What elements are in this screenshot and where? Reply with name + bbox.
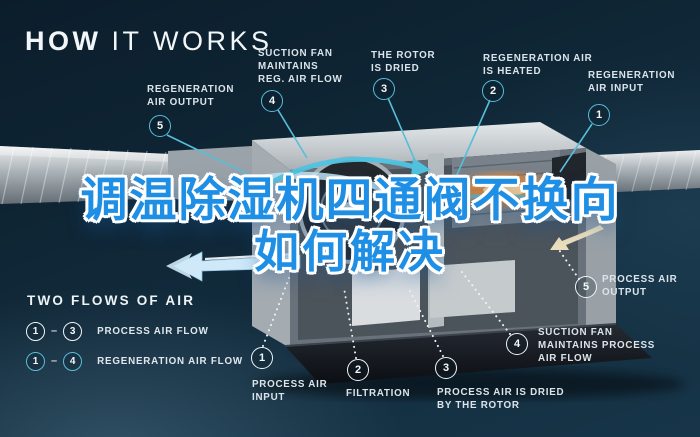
legend-circle-to: 3 bbox=[63, 321, 83, 341]
connector-reg-4 bbox=[277, 109, 308, 159]
process-connector-lines bbox=[262, 246, 580, 359]
callout-reg-4-label: SUCTION FAN MAINTAINS REG. AIR FLOW bbox=[258, 48, 343, 85]
legend-label: PROCESS AIR FLOW bbox=[97, 325, 209, 337]
callout-proc-1-badge: 1 bbox=[251, 347, 273, 369]
machine-base bbox=[285, 324, 652, 384]
heater-section bbox=[452, 150, 560, 228]
callout-reg-3-badge: 3 bbox=[373, 78, 395, 100]
callout-reg-3-label: THE ROTOR IS DRIED bbox=[371, 50, 436, 74]
process-output-arrow bbox=[550, 225, 604, 250]
callout-proc-2-badge: 2 bbox=[347, 359, 369, 381]
connector-proc-5 bbox=[556, 246, 580, 280]
machine-body bbox=[252, 122, 652, 384]
legend-circle-from: 1 bbox=[26, 321, 45, 341]
callout-reg-1-label: REGENERATION AIR INPUT bbox=[588, 70, 676, 94]
connector-proc-2 bbox=[343, 287, 357, 359]
callout-proc-3-label: PROCESS AIR IS DRIED BY THE ROTOR bbox=[437, 387, 565, 411]
legend-row-process: 1 – 3 PROCESS AIR FLOW bbox=[26, 321, 209, 341]
connector-reg-5 bbox=[166, 134, 277, 189]
regeneration-connector-lines bbox=[166, 97, 593, 189]
regeneration-flow-arrows bbox=[231, 156, 547, 204]
machine-right-wall bbox=[586, 148, 616, 340]
connector-reg-3 bbox=[387, 97, 421, 173]
callout-proc-5-badge: 5 bbox=[575, 276, 597, 298]
connector-reg-1 bbox=[559, 123, 593, 173]
legend-dash: – bbox=[51, 355, 58, 367]
callout-proc-1-label: PROCESS AIR INPUT bbox=[252, 379, 328, 403]
page-title: HOW IT WORKS bbox=[25, 26, 273, 57]
legend-dash: – bbox=[51, 325, 58, 337]
callout-reg-2-badge: 2 bbox=[482, 80, 504, 102]
callout-reg-5-badge: 5 bbox=[149, 115, 171, 137]
connector-proc-3 bbox=[407, 286, 444, 357]
left-spiral-duct bbox=[0, 146, 170, 205]
callout-proc-3-badge: 3 bbox=[435, 357, 457, 379]
connector-proc-1 bbox=[262, 277, 290, 347]
legend-title: TWO FLOWS OF AIR bbox=[27, 293, 196, 308]
machine-top-panel bbox=[252, 122, 586, 170]
callout-proc-5-label: PROCESS AIR OUTPUT bbox=[602, 274, 678, 298]
callout-proc-4-label: SUCTION FAN MAINTAINS PROCESS AIR FLOW bbox=[538, 327, 656, 364]
legend-circle-to: 4 bbox=[63, 351, 83, 371]
callout-reg-1-badge: 1 bbox=[588, 104, 610, 126]
callout-reg-5-label: REGENERATION AIR OUTPUT bbox=[147, 84, 235, 108]
callout-reg-4-badge: 4 bbox=[261, 90, 283, 112]
legend-circle-from: 1 bbox=[26, 351, 45, 371]
callout-proc-2-label: FILTRATION bbox=[346, 388, 411, 399]
title-light: IT WORKS bbox=[111, 26, 273, 56]
connector-reg-2 bbox=[451, 99, 491, 187]
title-bold: HOW bbox=[25, 26, 102, 56]
right-inlet bbox=[552, 152, 586, 203]
callout-proc-4-badge: 4 bbox=[506, 333, 528, 355]
connector-proc-4 bbox=[461, 271, 511, 335]
legend-row-regeneration: 1 – 4 REGENERATION AIR FLOW bbox=[26, 351, 243, 371]
callout-reg-2-label: REGENERATION AIR IS HEATED bbox=[483, 53, 593, 77]
machine-left-wall bbox=[252, 140, 290, 348]
fan-box bbox=[430, 260, 515, 318]
process-flow-ribbon-arrow bbox=[166, 251, 301, 282]
filter-box bbox=[352, 268, 420, 326]
legend-label: REGENERATION AIR FLOW bbox=[97, 355, 243, 367]
